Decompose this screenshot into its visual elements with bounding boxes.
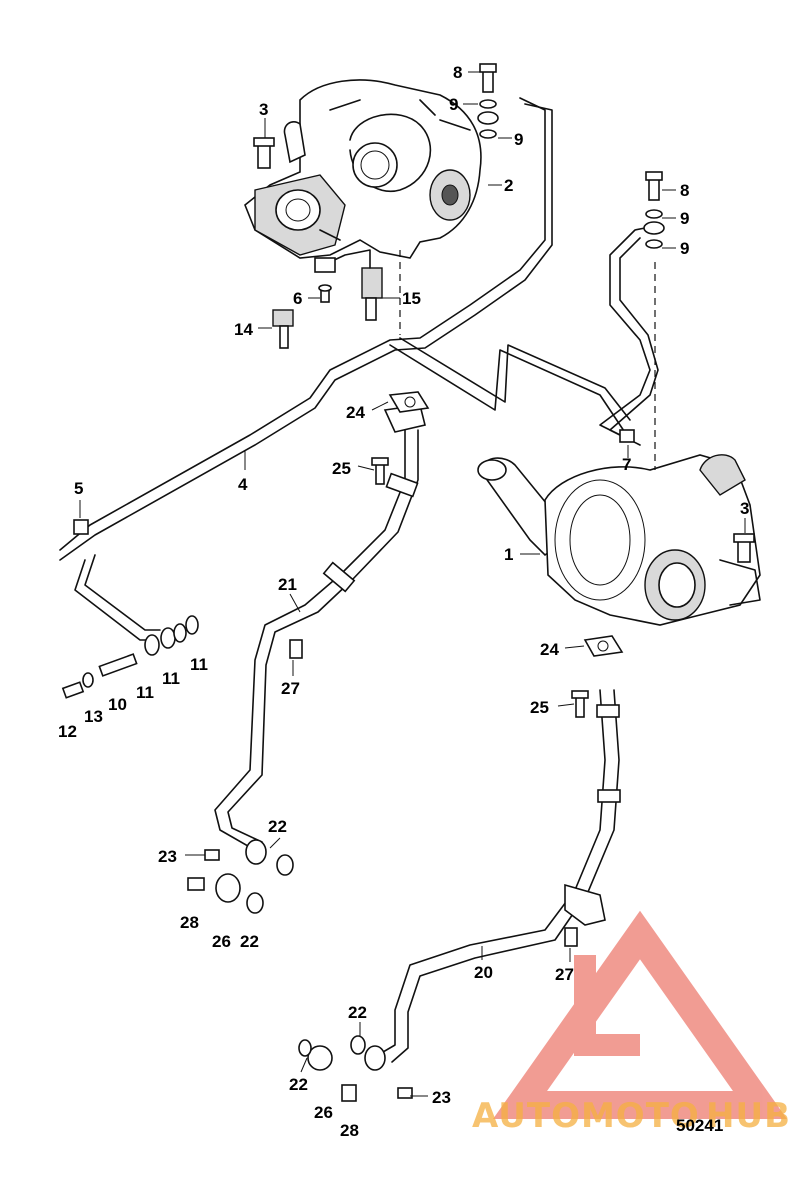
callout-26: 25 xyxy=(530,698,549,717)
hose-21 xyxy=(214,404,426,851)
turbocharger-lower xyxy=(477,454,761,626)
callout-22: 22 xyxy=(289,1075,308,1094)
callout-25: 24 xyxy=(540,640,559,659)
tube-assembly-4 xyxy=(59,97,659,641)
callout-22: 22 xyxy=(268,817,287,836)
callout-9: 9 xyxy=(449,95,458,114)
callout-14: 14 xyxy=(234,320,253,339)
callout-9: 9 xyxy=(514,130,523,149)
callout-8: 8 xyxy=(680,181,689,200)
callout-26: 25 xyxy=(332,459,351,478)
callout-1: 1 xyxy=(504,545,513,564)
callout-15: 15 xyxy=(402,289,421,308)
callout-25: 24 xyxy=(346,403,365,422)
callout-28: 28 xyxy=(180,913,199,932)
watermark-logo xyxy=(492,910,788,1119)
callout-11: 11 xyxy=(136,683,154,702)
callout-10: 10 xyxy=(108,695,127,714)
callout-24: 27 xyxy=(281,679,300,698)
callout-28: 28 xyxy=(340,1121,359,1140)
callout-22: 22 xyxy=(348,1003,367,1022)
callout-3: 3 xyxy=(259,100,268,119)
callout-7: 7 xyxy=(622,455,631,474)
callout-8: 8 xyxy=(453,63,462,82)
callout-12: 12 xyxy=(58,722,77,741)
callout-5: 5 xyxy=(74,479,83,498)
figure-number: 50241 xyxy=(676,1116,723,1135)
callout-27: 26 xyxy=(212,932,231,951)
callout-labels: 3 2 8 9 9 8 9 9 15 6 14 24 7 25 4 5 3 1 … xyxy=(58,63,749,1140)
turbocharger-upper xyxy=(244,79,482,259)
watermark-text-left: AUTOMOTO xyxy=(472,1096,700,1136)
callout-22: 22 xyxy=(240,932,259,951)
watermark-text: AUTOMOTO HUB xyxy=(472,1096,791,1136)
callout-4: 4 xyxy=(238,475,248,494)
callout-23: 23 xyxy=(158,847,177,866)
leader-lines xyxy=(79,71,746,1097)
callout-6: 6 xyxy=(293,289,302,308)
watermark-text-right: HUB xyxy=(706,1096,791,1136)
callout-27: 26 xyxy=(314,1103,333,1122)
hose-20 xyxy=(377,689,621,1063)
callout-9: 9 xyxy=(680,239,689,258)
small-parts xyxy=(61,63,755,1102)
callout-3: 3 xyxy=(740,499,749,518)
callout-24: 27 xyxy=(555,965,574,984)
callout-23: 23 xyxy=(432,1088,451,1107)
callout-21: 21 xyxy=(278,575,297,594)
callout-20: 20 xyxy=(474,963,493,982)
callout-13: 13 xyxy=(84,707,103,726)
callout-9: 9 xyxy=(680,209,689,228)
callout-11: 11 xyxy=(190,655,208,674)
callout-11: 11 xyxy=(162,669,180,688)
callout-2: 2 xyxy=(504,176,513,195)
